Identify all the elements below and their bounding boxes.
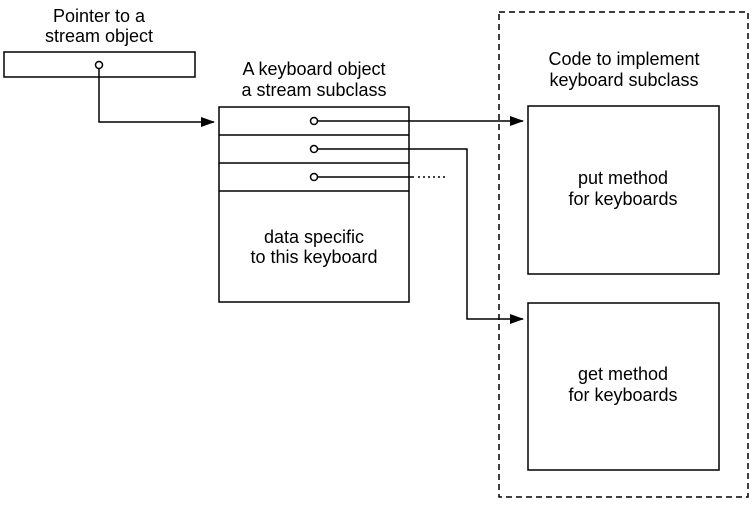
pointer-label-line2: stream object xyxy=(45,26,153,46)
code-region-title-line1: Code to implement xyxy=(548,49,699,69)
keyboard-object-box xyxy=(218,106,410,303)
keyboard-data-line1: data specific xyxy=(264,227,364,247)
put-method-line2: for keyboards xyxy=(568,189,677,209)
more-slot-dot xyxy=(309,172,319,182)
get-method-line1: get method xyxy=(578,364,668,384)
pointer-origin-dot xyxy=(94,60,104,70)
put-slot-dot xyxy=(309,116,319,126)
put-method-box xyxy=(527,105,720,275)
code-region-border xyxy=(498,11,749,498)
code-region-title-line2: keyboard subclass xyxy=(549,70,698,90)
keyboard-data-line2: to this keyboard xyxy=(250,247,377,267)
get-method-box xyxy=(527,302,720,471)
get-slot-dot xyxy=(309,144,319,154)
pointer-arrow xyxy=(98,69,215,127)
pointer-label-line1: Pointer to a xyxy=(53,6,146,26)
put-method-line1: put method xyxy=(578,168,668,188)
keyboard-object-title-line2: a stream subclass xyxy=(241,80,386,100)
keyboard-object-title-line1: A keyboard object xyxy=(242,59,385,79)
get-method-line2: for keyboards xyxy=(568,385,677,405)
get-method-arrow xyxy=(318,148,524,324)
